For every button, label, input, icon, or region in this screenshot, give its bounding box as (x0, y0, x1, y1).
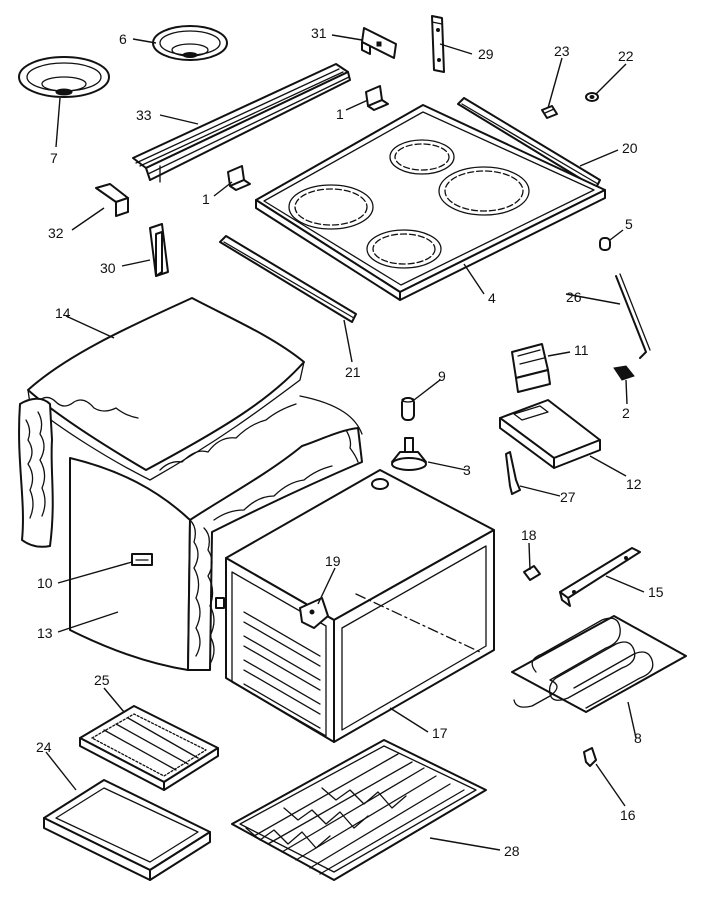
callout-4: 4 (488, 290, 496, 306)
callout-23: 23 (554, 43, 570, 59)
part-14-insulation-side (18, 397, 54, 548)
part-25-broiler-grid (79, 705, 219, 791)
part-23-clip (541, 105, 558, 119)
part-20-side-trim (457, 97, 601, 189)
callout-33: 33 (136, 107, 152, 123)
part-8-bake-element (511, 615, 687, 713)
part-18-clip (523, 565, 541, 581)
part-5-insert (599, 237, 611, 251)
callout-21: 21 (345, 364, 361, 380)
part-19-bracket (299, 597, 329, 629)
callout-19: 19 (325, 553, 341, 569)
callout-5: 5 (625, 216, 633, 232)
callout-1-lower: 1 (202, 191, 210, 207)
part-4-cooktop (255, 104, 606, 301)
part-26-rod (615, 273, 651, 359)
callout-10: 10 (37, 575, 53, 591)
part-1-bracket-upper (365, 85, 389, 111)
part-2-connector (613, 365, 635, 381)
part-30-support (149, 223, 169, 277)
callout-13: 13 (37, 625, 53, 641)
part-6-drip-bowl (152, 25, 228, 61)
part-31-bracket (361, 27, 397, 59)
callout-16: 16 (620, 807, 636, 823)
callout-1-upper: 1 (336, 106, 344, 122)
leader-lines (45, 34, 645, 851)
callout-29: 29 (478, 46, 494, 62)
callout-18: 18 (521, 527, 537, 543)
callout-26: 26 (566, 289, 582, 305)
part-21-side-trim (219, 235, 357, 323)
callout-31: 31 (311, 25, 327, 41)
part-22-nut (585, 92, 599, 102)
part-1-bracket-lower (227, 165, 251, 191)
part-12-control-box (499, 399, 601, 469)
callout-30: 30 (100, 260, 116, 276)
callout-11: 11 (574, 342, 589, 358)
callout-28: 28 (504, 843, 520, 859)
part-11-switch (511, 343, 551, 393)
callout-6: 6 (119, 31, 127, 47)
part-15-rail (559, 547, 641, 607)
part-13-insulation-wrap (69, 395, 363, 671)
callout-15: 15 (648, 584, 664, 600)
part-33-trim-strip (132, 63, 351, 183)
callout-14: 14 (55, 305, 71, 321)
part-17-oven-liner (215, 469, 495, 743)
callout-22: 22 (618, 48, 634, 64)
callout-17: 17 (432, 725, 448, 741)
callout-9: 9 (438, 368, 446, 384)
callout-27: 27 (560, 489, 576, 505)
callout-7: 7 (50, 150, 58, 166)
callout-24: 24 (36, 739, 52, 755)
callout-20: 20 (622, 140, 638, 156)
callout-labels: 31 29 6 23 22 33 1 7 20 1 32 5 30 4 26 1… (36, 25, 664, 859)
part-29-bracket (431, 15, 445, 73)
part-9-sleeve (401, 397, 415, 421)
callout-3: 3 (463, 462, 471, 478)
part-27-clip (505, 451, 521, 495)
part-32-bracket (95, 183, 129, 217)
part-3-fitting (391, 437, 427, 471)
callout-25: 25 (94, 672, 110, 688)
part-24-broiler-pan (43, 779, 211, 881)
part-28-oven-rack (231, 739, 487, 881)
part-10-clip (131, 553, 153, 566)
callout-12: 12 (626, 476, 642, 492)
part-7-drip-bowl (18, 56, 110, 98)
callout-32: 32 (48, 225, 64, 241)
callout-8: 8 (634, 730, 642, 746)
part-16-bracket (583, 747, 597, 767)
callout-2: 2 (622, 405, 630, 421)
part-14-insulation-top (27, 297, 305, 481)
oven-rack-supports (243, 611, 321, 729)
